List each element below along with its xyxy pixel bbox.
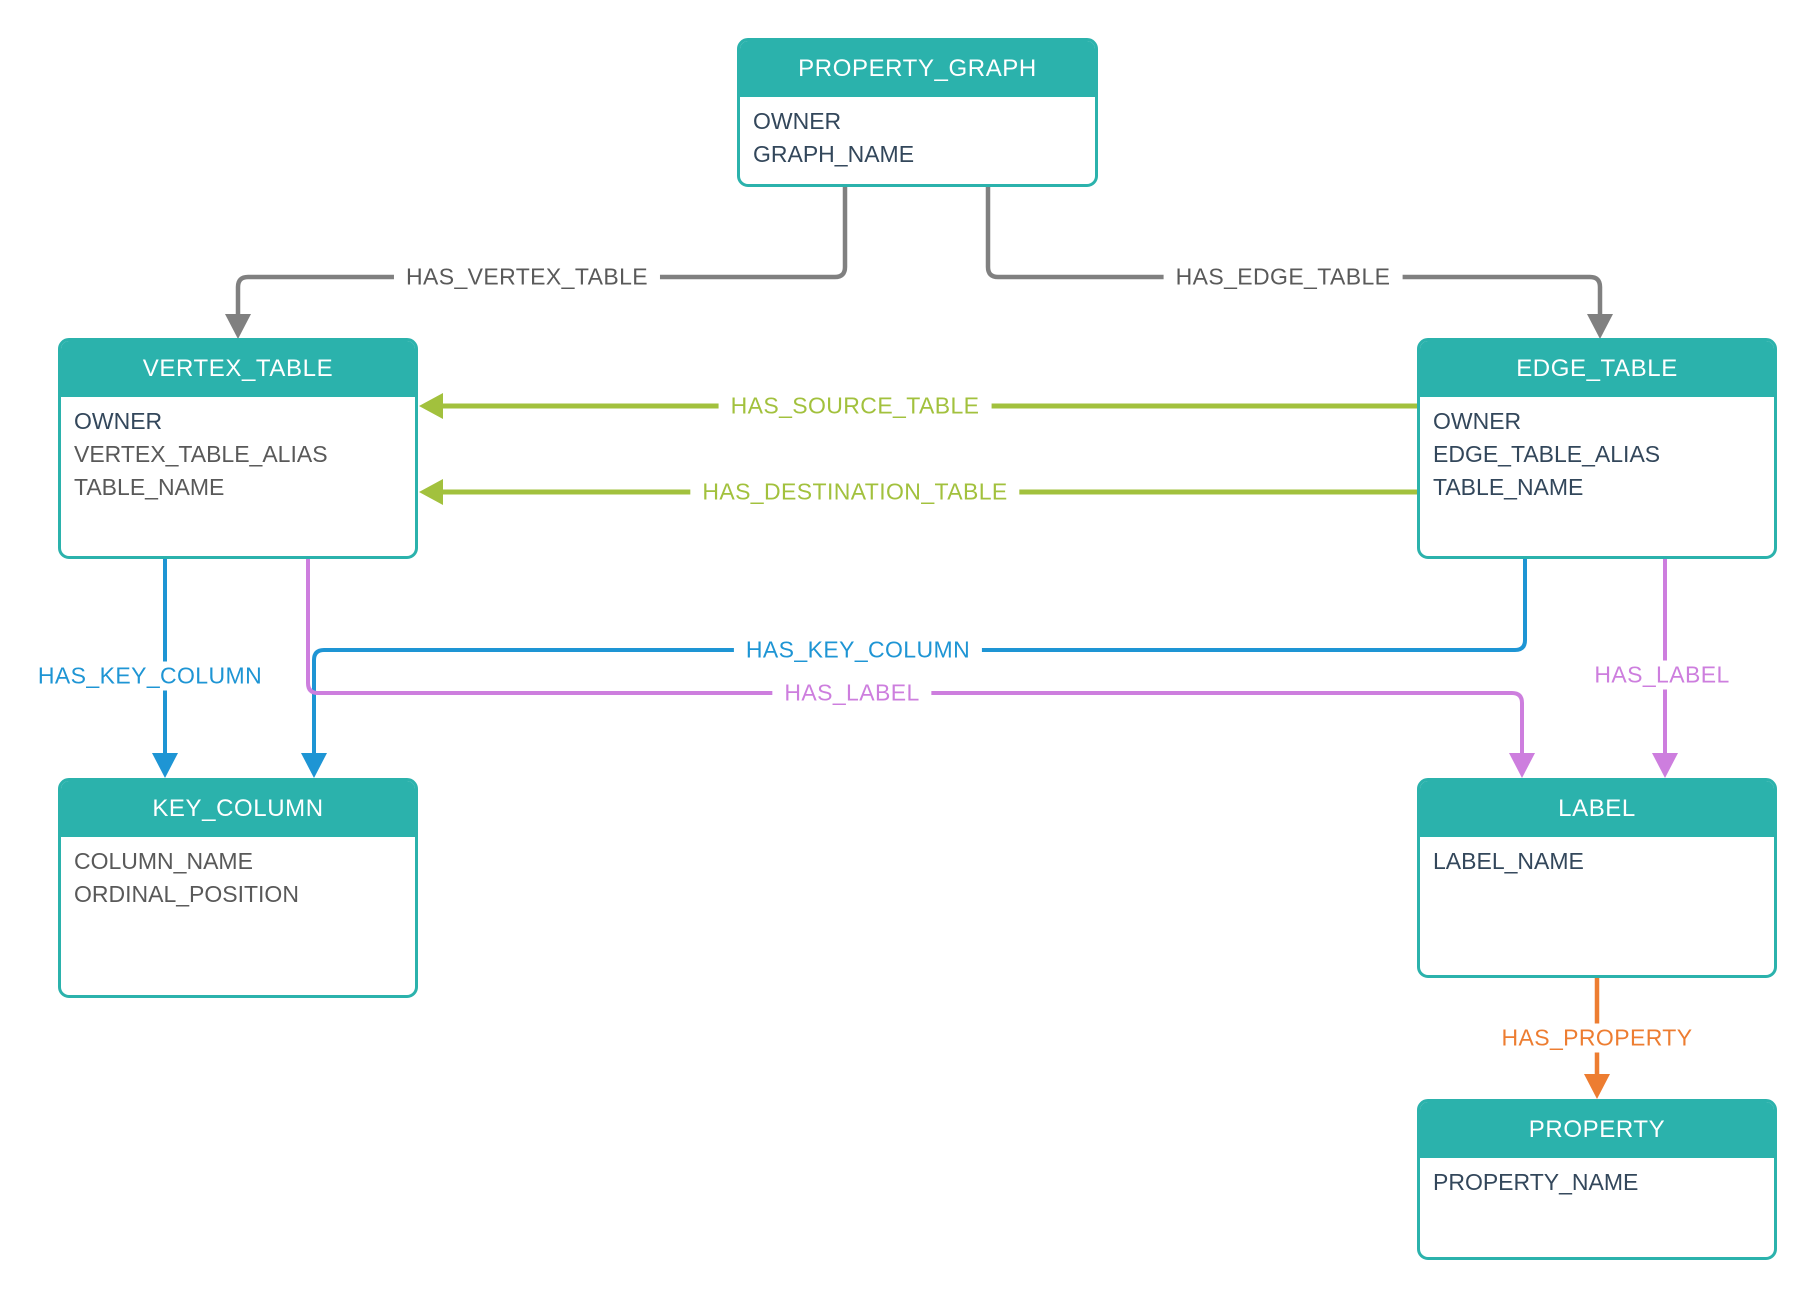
entity-label[interactable]: LABEL LABEL_NAME [1417,778,1777,978]
entity-title: EDGE_TABLE [1420,341,1774,397]
entity-field: EDGE_TABLE_ALIAS [1433,441,1661,467]
entity-field: ORDINAL_POSITION [74,881,299,907]
relationship-label-has-edge-table: HAS_EDGE_TABLE [1163,262,1403,292]
relationship-label-has-source-table: HAS_SOURCE_TABLE [718,391,992,421]
entity-field: VERTEX_TABLE_ALIAS [74,441,328,467]
entity-title: PROPERTY [1420,1102,1774,1158]
relationship-label-has-property: HAS_PROPERTY [1489,1023,1705,1053]
entity-field: LABEL_NAME [1433,848,1584,874]
entity-field: OWNER [74,408,163,434]
entity-field: TABLE_NAME [1433,474,1584,500]
relationship-label-has-key-column-vertex: HAS_KEY_COLUMN [25,661,275,691]
entity-title: KEY_COLUMN [61,781,415,837]
entity-vertex-table[interactable]: VERTEX_TABLE OWNER VERTEX_TABLE_ALIAS TA… [58,338,418,559]
arrowhead-has-key-column-vertex [152,753,178,778]
entity-title: PROPERTY_GRAPH [740,41,1095,97]
arrowhead-has-key-column-edge [301,753,327,778]
relationship-label-has-vertex-table: HAS_VERTEX_TABLE [393,262,661,292]
entity-field: PROPERTY_NAME [1433,1169,1639,1195]
connector-has-edge-table [985,187,1603,316]
entity-field-list: OWNER EDGE_TABLE_ALIAS TABLE_NAME [1420,397,1774,512]
arrowhead-has-property [1584,1074,1610,1099]
relationship-label-has-key-column-edge: HAS_KEY_COLUMN [733,635,983,665]
relationship-label-has-label-edge: HAS_LABEL [1582,660,1742,690]
entity-field: TABLE_NAME [74,474,225,500]
arrowhead-has-edge-table [1587,314,1613,339]
arrowhead-has-label-vertex [1509,753,1535,778]
arrowhead-has-label-edge [1652,753,1678,778]
entity-field-list: OWNER VERTEX_TABLE_ALIAS TABLE_NAME [61,397,415,512]
arrowhead-has-destination-table [419,479,443,505]
entity-field: GRAPH_NAME [753,141,915,167]
entity-edge-table[interactable]: EDGE_TABLE OWNER EDGE_TABLE_ALIAS TABLE_… [1417,338,1777,559]
entity-key-column[interactable]: KEY_COLUMN COLUMN_NAME ORDINAL_POSITION [58,778,418,998]
entity-field: COLUMN_NAME [74,848,253,874]
entity-title: LABEL [1420,781,1774,837]
entity-field-list: LABEL_NAME [1420,837,1774,886]
entity-field-list: OWNER GRAPH_NAME [740,97,1095,179]
relationship-label-has-label-vertex: HAS_LABEL [772,678,932,708]
arrowhead-has-source-table [419,393,443,419]
entity-field: OWNER [753,108,842,134]
arrowhead-has-vertex-table [225,314,251,339]
entity-field-list: PROPERTY_NAME [1420,1158,1774,1207]
entity-property-graph[interactable]: PROPERTY_GRAPH OWNER GRAPH_NAME [737,38,1098,187]
relationship-label-has-destination-table: HAS_DESTINATION_TABLE [690,477,1020,507]
connector-has-vertex-table [235,187,848,316]
entity-field: OWNER [1433,408,1522,434]
entity-title: VERTEX_TABLE [61,341,415,397]
entity-field-list: COLUMN_NAME ORDINAL_POSITION [61,837,415,919]
entity-property[interactable]: PROPERTY PROPERTY_NAME [1417,1099,1777,1260]
